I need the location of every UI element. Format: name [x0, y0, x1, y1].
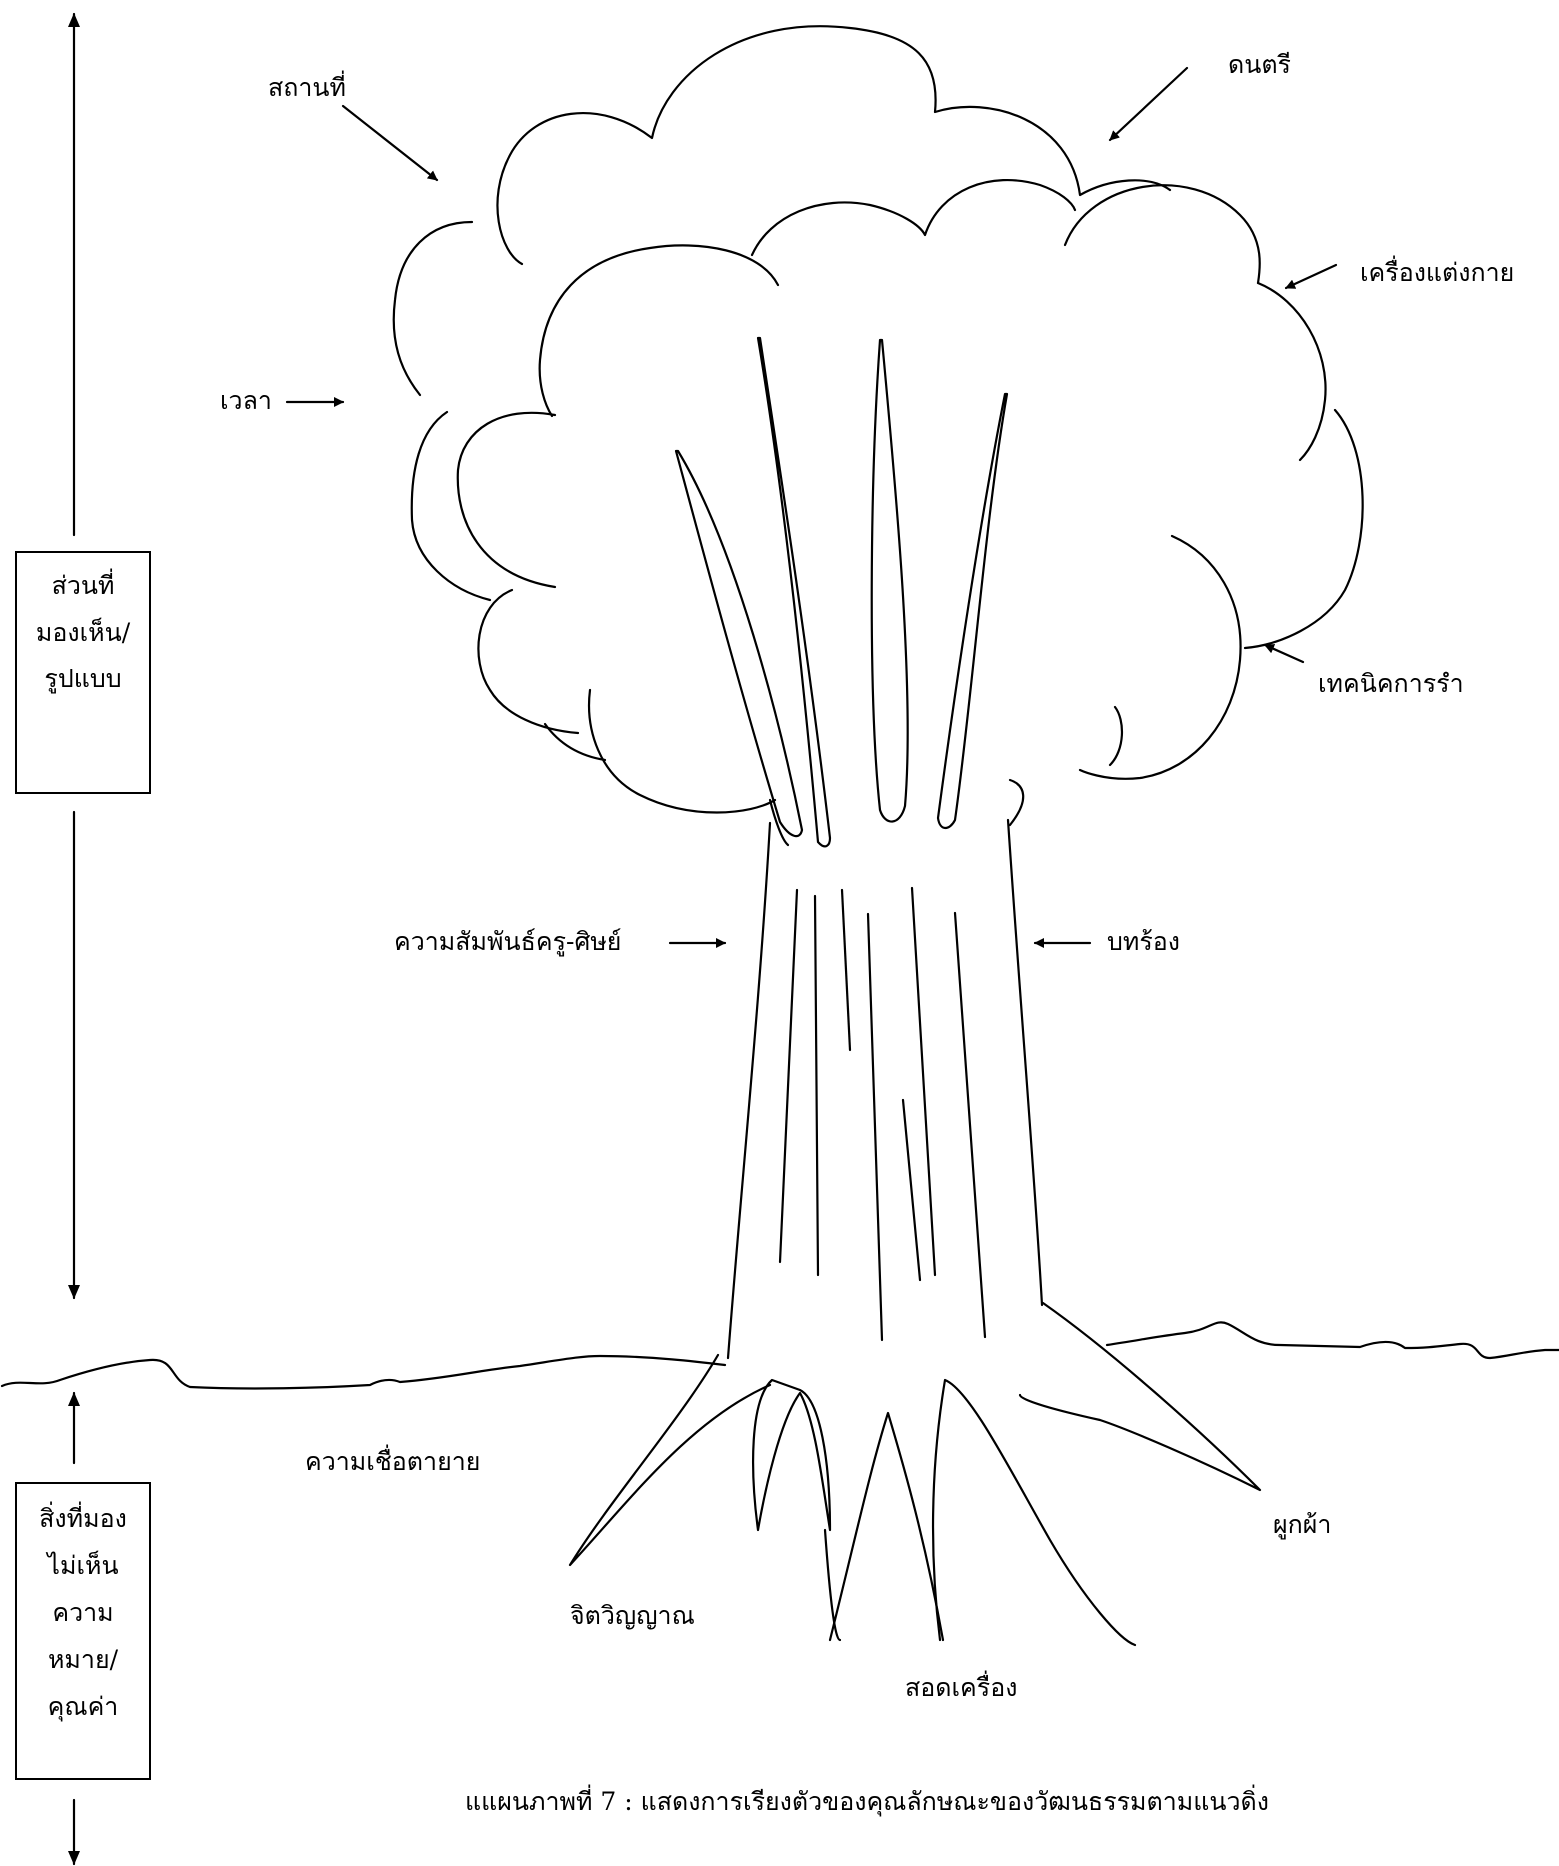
label-costume: เครื่องแต่งกาย [1360, 255, 1514, 287]
root-loop [931, 1378, 1137, 1647]
canopy-front-top-left [538, 244, 780, 418]
label-teacher-student: ความสัมพันธ์ครู-ศิษย์ [394, 927, 621, 957]
visible-section-indicator: ส่วนที่ มองเห็น/ รูปแบบ [15, 12, 151, 1300]
figure-caption: แแผนภาพที่ 7 : แสดงการเรียงตัวของคุณลักษ… [465, 1784, 1269, 1817]
canopy-right-lower-lobe [1078, 534, 1242, 780]
canopy-left-front-lobe [456, 411, 557, 589]
visible-section-box [15, 551, 151, 794]
canopy-right-upper-lobe [1256, 281, 1327, 462]
root-loop [828, 1411, 945, 1642]
label-time: เวลา [220, 386, 272, 415]
visible-label-line-2: มองเห็น/ [36, 617, 131, 647]
trunk-line [778, 888, 799, 1264]
invisible-label-line-3: ความ [52, 1598, 113, 1627]
visible-label-line-1: ส่วนที่ [52, 568, 115, 600]
branch-loop [936, 392, 1009, 830]
canopy-left-upper-lobe [392, 220, 474, 397]
label-belief: ความเชื่อตายาย [305, 1444, 480, 1476]
visible-label-line-3: รูปแบบ [44, 664, 121, 694]
invisible-label-line-4: หมาย/ [48, 1645, 119, 1674]
label-place: สถานที่ [268, 70, 346, 102]
root-loop [1018, 1301, 1262, 1492]
tree-canopy [392, 25, 1364, 827]
trunk-line [953, 911, 987, 1339]
arrow-icon-costume [1284, 263, 1338, 290]
branch-loop [674, 449, 804, 838]
root-loop [568, 1353, 772, 1567]
canopy-front-top-right [1063, 184, 1261, 285]
canopy-left-lower-lobe [477, 588, 580, 735]
label-dance-technique: เทคนิคการรำ [1318, 669, 1464, 698]
tree-branches [674, 336, 1009, 848]
trunk-line [910, 886, 937, 1277]
arrow-icon-music [1108, 66, 1189, 142]
tree-roots [568, 1301, 1262, 1647]
arrow-icon-dance-technique [1263, 643, 1305, 664]
label-sodkrueng: สอดเครื่อง [905, 1670, 1017, 1702]
invisible-label-line-2: ไม่เห็น [45, 1550, 118, 1580]
ground-line-right [1105, 1321, 1559, 1360]
branch-loop [756, 336, 832, 848]
ground-line [0, 1354, 727, 1390]
tree-trunk [726, 818, 1044, 1360]
trunk-line [813, 894, 820, 1277]
label-cloth-tying: ผูกผ้า [1273, 1510, 1331, 1540]
trunk-line [866, 912, 884, 1342]
invisible-section-box [15, 1482, 151, 1780]
canopy-bottom-left-lobe [588, 688, 777, 814]
invisible-label-line-5: คุณค่า [48, 1692, 119, 1722]
invisible-section-indicator: สิ่งที่มอง ไม่เห็น ความ หมาย/ คุณค่า [15, 1391, 151, 1866]
canopy-right-middle-lobe [1243, 408, 1364, 650]
trunk-line [901, 1098, 922, 1282]
root-loop [752, 1378, 832, 1532]
trunk-left-edge [726, 821, 772, 1360]
canopy-left-middle-lobe [410, 410, 492, 602]
branch-loop [870, 338, 909, 823]
trunk-line [840, 888, 852, 1052]
root-line [823, 1528, 842, 1642]
branch-join [768, 798, 790, 847]
canopy-back-cloud [496, 25, 1172, 266]
trunk-right-edge [1006, 818, 1044, 1307]
label-music: ดนตรี [1228, 50, 1291, 79]
label-lyrics: บทร้อง [1107, 927, 1180, 956]
canopy-bottom-right-lobe [1008, 778, 1025, 827]
arrow-icon-place [341, 104, 439, 182]
canopy-front-top-middle [750, 178, 1077, 257]
canopy-bottom-inner-curve [543, 722, 607, 762]
canopy-right-small-lobe [1108, 705, 1124, 767]
label-spirit: จิตวิญญาณ [570, 1601, 695, 1630]
invisible-label-line-1: สิ่งที่มอง [39, 1501, 127, 1533]
